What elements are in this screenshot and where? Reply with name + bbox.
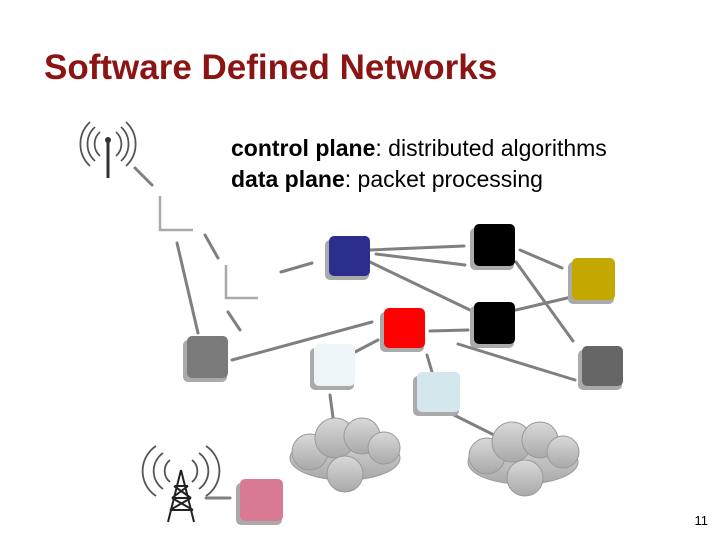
link — [279, 261, 314, 274]
slide-number: 11 — [694, 513, 709, 528]
link — [514, 260, 575, 343]
switch-black-bottom — [470, 302, 515, 348]
bullet-data-plane: data plane: packet processing — [231, 164, 607, 195]
switch-gray — [183, 336, 228, 382]
bullet-text: : packet processing — [344, 166, 543, 192]
link — [428, 328, 470, 333]
link — [368, 260, 472, 312]
wireless-access-point-icon — [79, 121, 137, 178]
link — [230, 320, 374, 362]
switch-pale-blue — [413, 372, 460, 416]
network-links — [133, 166, 582, 500]
switch-black-top — [470, 224, 515, 270]
link — [353, 338, 380, 354]
bullet-term: control plane — [231, 135, 376, 161]
cloud-left — [289, 417, 401, 493]
switch-white-lower — [224, 265, 258, 300]
bullet-term: data plane — [231, 166, 345, 192]
link — [448, 411, 496, 437]
bullet-text: : distributed algorithms — [375, 135, 607, 161]
bullet-control-plane: control plane: distributed algorithms — [231, 133, 607, 164]
link — [456, 342, 577, 382]
switch-red — [380, 308, 425, 352]
link — [175, 241, 200, 335]
cell-tower-icon — [141, 445, 221, 523]
link — [368, 244, 466, 252]
cloud-right — [467, 421, 580, 497]
slide-title: Software Defined Networks — [44, 48, 498, 87]
bullet-list: control plane: distributed algorithms da… — [231, 133, 607, 195]
link — [518, 248, 564, 270]
link — [226, 310, 242, 332]
switch-blue — [325, 236, 370, 280]
switch-olive — [568, 258, 615, 304]
switch-ice — [310, 344, 355, 390]
switch-white-upper — [158, 196, 193, 232]
switch-pink — [236, 479, 283, 525]
link — [425, 353, 434, 374]
link — [133, 166, 154, 187]
link — [203, 233, 220, 260]
switch-dark-gray — [578, 346, 623, 390]
link — [374, 252, 467, 267]
